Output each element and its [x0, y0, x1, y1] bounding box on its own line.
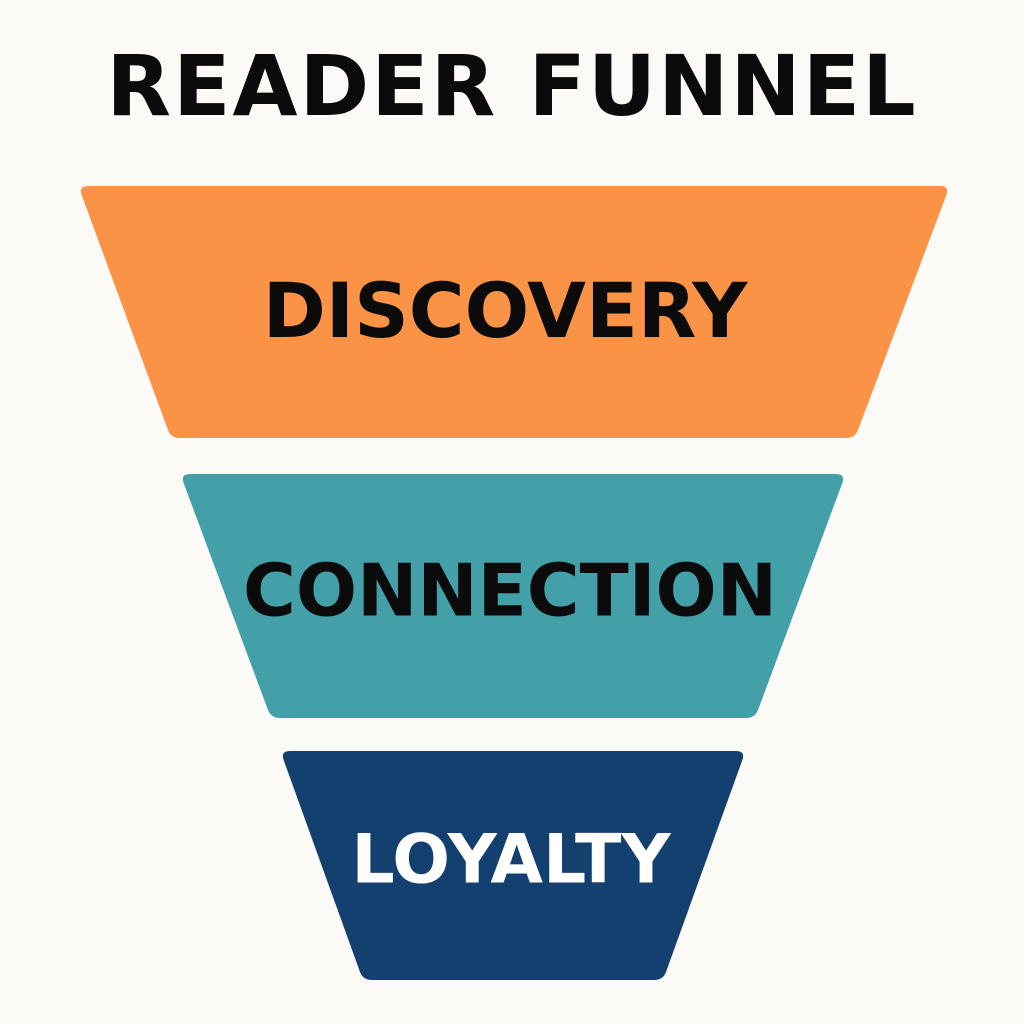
stage-label-loyalty: LOYALTY: [351, 821, 671, 900]
funnel-stage-discovery: DISCOVERY: [80, 186, 948, 438]
stage-label-discovery: DISCOVERY: [263, 266, 749, 355]
funnel-stage-connection: CONNECTION: [182, 474, 844, 718]
funnel-stage-loyalty: LOYALTY: [282, 751, 744, 980]
page-title: READER FUNNEL: [106, 37, 918, 135]
stage-shape-connection: [182, 474, 844, 718]
stage-shape-discovery: [80, 186, 948, 438]
stage-shape-loyalty: [282, 751, 744, 980]
stage-label-connection: CONNECTION: [243, 549, 777, 633]
